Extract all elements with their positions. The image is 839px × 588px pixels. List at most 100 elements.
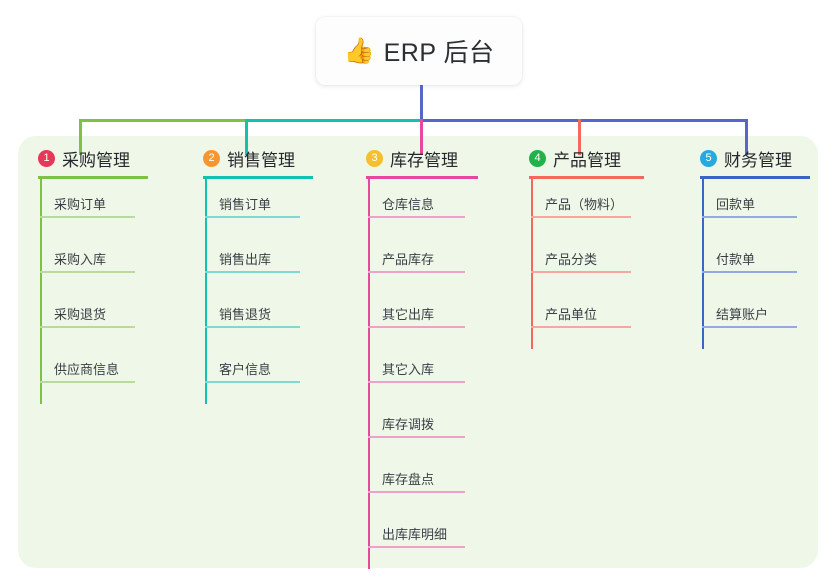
column-spine: [368, 179, 370, 569]
leaf-node[interactable]: 客户信息: [205, 359, 300, 383]
leaf-rule: [205, 381, 300, 383]
drop-3: [420, 119, 423, 155]
leaf-rule: [40, 216, 135, 218]
drop-5: [745, 119, 748, 155]
leaf-node[interactable]: 回款单: [702, 194, 797, 218]
leaf-label: 销售订单: [219, 197, 272, 212]
leaf-label: 其它入库: [382, 362, 435, 377]
diagram-panel: [18, 136, 818, 568]
leaf-node[interactable]: 结算账户: [702, 304, 797, 328]
leaf-label: 产品库存: [382, 252, 435, 267]
leaf-label: 其它出库: [382, 307, 435, 322]
leaf-node[interactable]: 供应商信息: [40, 359, 135, 383]
leaf-label: 销售退货: [219, 307, 272, 322]
column-2: 2 销售管理销售订单销售出库销售退货客户信息: [203, 146, 353, 404]
column-rule: [203, 176, 313, 179]
leaf-node[interactable]: 产品分类: [531, 249, 631, 273]
number-badge-icon: 2: [203, 149, 220, 167]
leaf-rule: [368, 216, 465, 218]
column-title: 财务管理: [724, 150, 792, 170]
number-badge-icon: 4: [529, 149, 546, 167]
column-header-1[interactable]: 1 采购管理: [38, 146, 188, 170]
leaf-node[interactable]: 产品（物料）: [531, 194, 631, 218]
leaf-node[interactable]: 销售退货: [205, 304, 300, 328]
drop-1: [79, 119, 82, 155]
column-rule: [38, 176, 148, 179]
column-rule: [366, 176, 478, 179]
leaf-rule: [702, 216, 797, 218]
bar-segment-teal: [245, 119, 423, 122]
leaf-node[interactable]: 采购入库: [40, 249, 135, 273]
leaf-label: 结算账户: [716, 307, 769, 322]
leaf-label: 采购订单: [54, 197, 107, 212]
leaf-node[interactable]: 其它入库: [368, 359, 465, 383]
leaf-rule: [205, 326, 300, 328]
leaf-rule: [531, 216, 631, 218]
leaf-label: 采购入库: [54, 252, 107, 267]
thumbs-up-icon: 👍: [343, 36, 375, 65]
leaf-label: 客户信息: [219, 362, 272, 377]
drop-4: [578, 119, 581, 155]
leaf-node[interactable]: 采购订单: [40, 194, 135, 218]
leaf-node[interactable]: 库存调拨: [368, 414, 465, 438]
leaf-label: 付款单: [716, 252, 756, 267]
column-spine: [205, 179, 207, 404]
leaf-rule: [40, 271, 135, 273]
leaf-node[interactable]: 销售出库: [205, 249, 300, 273]
drop-2: [245, 119, 248, 155]
leaf-label: 库存调拨: [382, 417, 435, 432]
column-title: 库存管理: [390, 150, 458, 170]
column-spine: [702, 179, 704, 349]
column-title: 销售管理: [227, 150, 295, 170]
column-rule: [529, 176, 644, 179]
leaf-rule: [205, 216, 300, 218]
column-header-2[interactable]: 2 销售管理: [203, 146, 353, 170]
column-header-3[interactable]: 3 库存管理: [366, 146, 521, 170]
column-1: 1 采购管理采购订单采购入库采购退货供应商信息: [38, 146, 188, 404]
leaf-label: 仓库信息: [382, 197, 435, 212]
column-rule: [700, 176, 810, 179]
leaf-rule: [40, 381, 135, 383]
number-badge-icon: 5: [700, 149, 717, 167]
leaf-node[interactable]: 其它出库: [368, 304, 465, 328]
column-title: 采购管理: [62, 150, 130, 170]
column-title: 产品管理: [553, 150, 621, 170]
column-spine: [531, 179, 533, 349]
number-badge-icon: 3: [366, 149, 383, 167]
root-node-label: ERP 后台: [383, 39, 495, 67]
leaf-label: 回款单: [716, 197, 756, 212]
leaf-node[interactable]: 销售订单: [205, 194, 300, 218]
leaf-node[interactable]: 仓库信息: [368, 194, 465, 218]
leaf-rule: [205, 271, 300, 273]
leaf-rule: [368, 381, 465, 383]
leaf-node[interactable]: 产品库存: [368, 249, 465, 273]
column-4: 4 产品管理产品（物料） 产品分类产品单位: [529, 146, 679, 349]
root-node[interactable]: 👍 ERP 后台: [316, 17, 522, 85]
leaf-label: 销售出库: [219, 252, 272, 267]
leaf-node[interactable]: 出库库明细: [368, 524, 465, 548]
leaf-rule: [368, 436, 465, 438]
leaf-node[interactable]: 库存盘点: [368, 469, 465, 493]
leaf-node[interactable]: 付款单: [702, 249, 797, 273]
leaf-label: 供应商信息: [54, 362, 120, 377]
leaf-label: 产品单位: [545, 307, 598, 322]
column-5: 5 财务管理回款单付款单结算账户: [700, 146, 820, 349]
leaf-label: 产品（物料）: [545, 197, 624, 212]
leaf-rule: [368, 491, 465, 493]
leaf-rule: [368, 326, 465, 328]
leaf-rule: [368, 271, 465, 273]
leaf-node[interactable]: 产品单位: [531, 304, 631, 328]
column-3: 3 库存管理仓库信息产品库存其它出库其它入库库存调拨库存盘点出库库明细: [366, 146, 521, 569]
leaf-node[interactable]: 采购退货: [40, 304, 135, 328]
leaf-rule: [531, 326, 631, 328]
bar-segment-blue: [420, 119, 748, 122]
column-header-5[interactable]: 5 财务管理: [700, 146, 820, 170]
leaf-rule: [702, 271, 797, 273]
leaf-rule: [702, 326, 797, 328]
leaf-label: 库存盘点: [382, 472, 435, 487]
leaf-label: 出库库明细: [382, 527, 448, 542]
column-spine: [40, 179, 42, 404]
number-badge-icon: 1: [38, 149, 55, 167]
column-header-4[interactable]: 4 产品管理: [529, 146, 679, 170]
